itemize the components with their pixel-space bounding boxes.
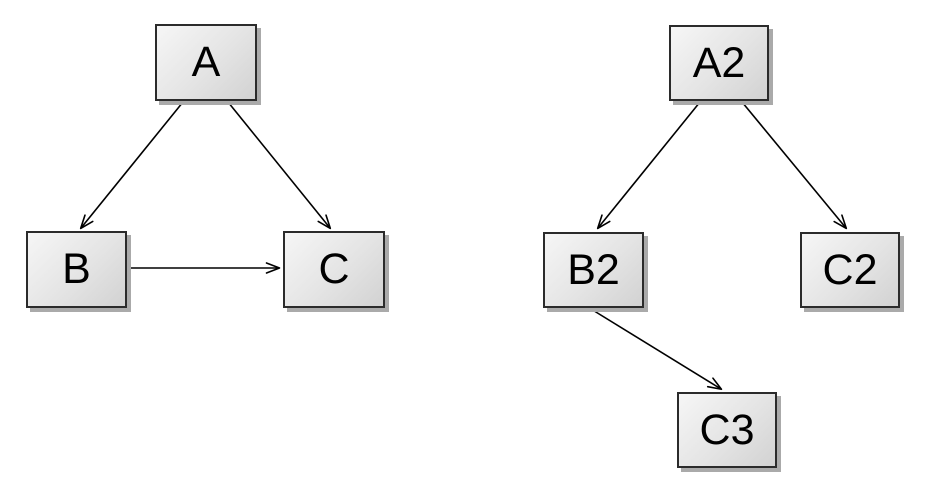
node-B2-label: B2 [567, 245, 620, 294]
node-A[interactable]: A [155, 24, 257, 101]
node-B2[interactable]: B2 [543, 232, 644, 308]
edge-A-B [79, 101, 184, 230]
node-C-label: C [318, 245, 350, 293]
node-C2-label: C2 [822, 245, 878, 294]
node-A-label: A [191, 38, 221, 86]
node-C2[interactable]: C2 [800, 232, 900, 308]
node-B-label: B [62, 245, 91, 293]
edge-A2-C2 [741, 101, 848, 230]
edge-A2-B2 [596, 101, 701, 230]
node-B[interactable]: B [26, 231, 127, 308]
edge-A-C [227, 101, 332, 230]
node-C[interactable]: C [283, 231, 385, 308]
node-A2-label: A2 [692, 38, 746, 87]
edge-B2-C3 [590, 308, 723, 391]
node-C3[interactable]: C3 [677, 392, 777, 468]
node-C3-label: C3 [699, 405, 755, 454]
node-A2[interactable]: A2 [669, 25, 769, 101]
